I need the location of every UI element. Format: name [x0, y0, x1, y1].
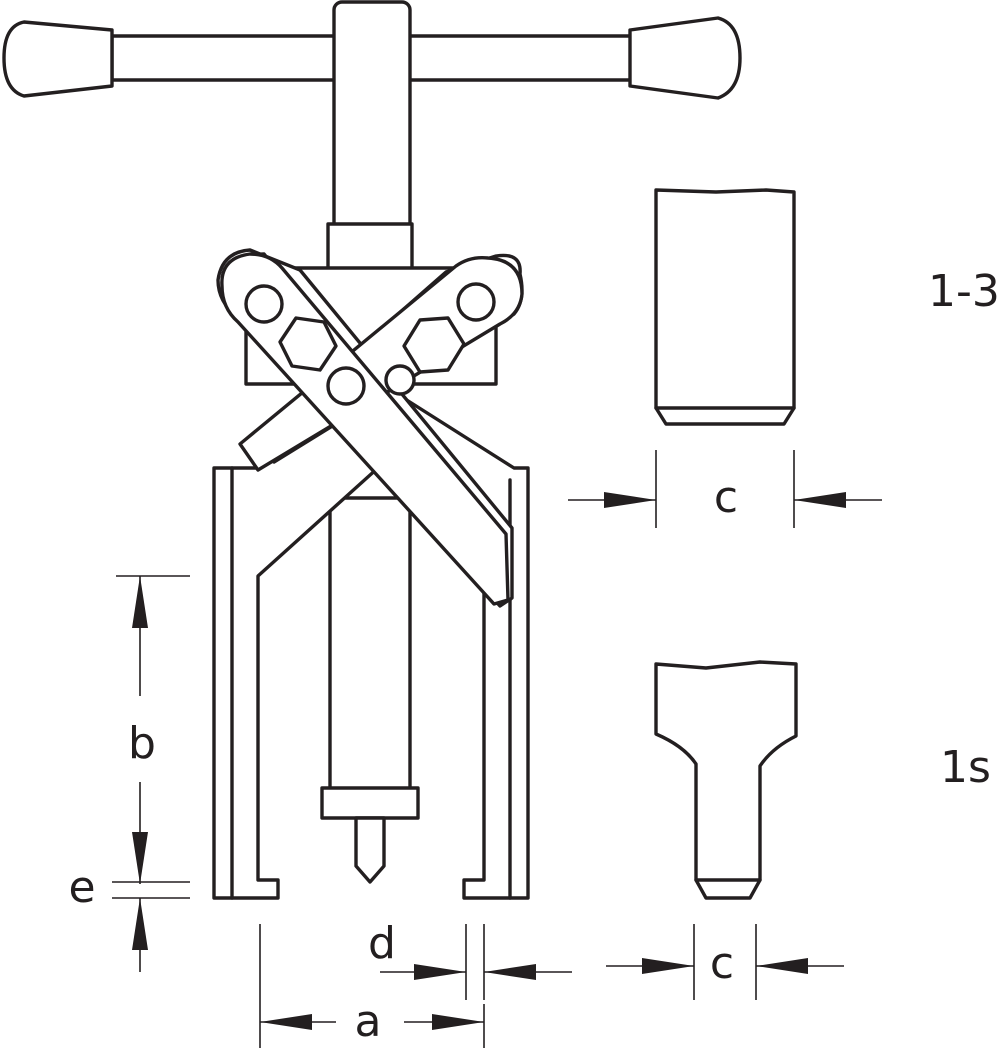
pivot-hole-right	[456, 282, 496, 322]
label-e: e	[68, 862, 95, 913]
dimension-a	[259, 924, 485, 1048]
label-d: d	[368, 918, 396, 969]
dimension-e	[112, 881, 190, 972]
center-pin-left	[326, 366, 366, 406]
dimension-c-bottom	[606, 924, 844, 1000]
spindle	[320, 0, 420, 884]
hex-nut-right	[402, 316, 466, 374]
label-variant-1-3: 1-3	[928, 266, 1000, 317]
dimension-b	[116, 575, 190, 884]
insert-1s	[654, 660, 798, 900]
center-pin-right	[384, 364, 416, 396]
spindle-tip	[354, 816, 386, 884]
arm-crossing-front	[220, 252, 510, 606]
label-a: a	[355, 996, 382, 1047]
handle-grip-left	[2, 20, 114, 98]
label-c-bottom: c	[710, 938, 734, 989]
handle-grip-right	[628, 16, 742, 100]
dimension-d	[380, 924, 572, 1000]
label-b: b	[128, 718, 156, 769]
dimension-c-top	[568, 450, 882, 528]
insert-1-3	[654, 188, 796, 426]
label-variant-1s: 1s	[940, 742, 991, 793]
label-c-top: c	[714, 472, 738, 523]
